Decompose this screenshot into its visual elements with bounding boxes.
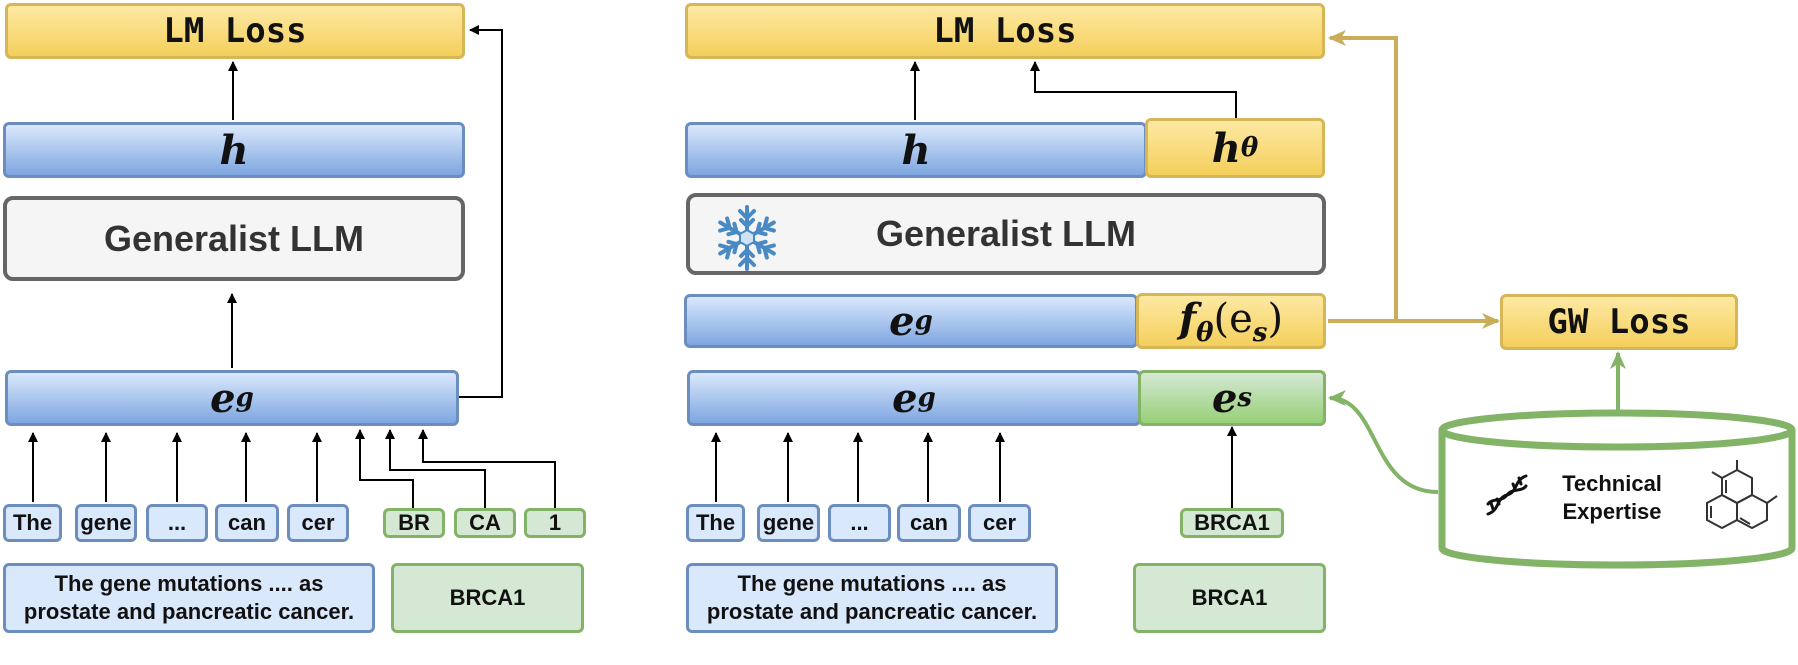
snowflake-icon xyxy=(712,203,782,282)
token-gene-right: gene xyxy=(757,504,820,542)
token-the-right: The xyxy=(686,504,745,542)
token-ellipsis-left: ... xyxy=(146,504,208,542)
arrow-htheta-to-lmloss xyxy=(1030,61,1237,118)
token-can-right: can xyxy=(897,504,961,542)
technical-expertise-label: Technical Expertise xyxy=(1562,471,1662,524)
token-gene-left: gene xyxy=(75,504,137,542)
token-ellipsis-right: ... xyxy=(828,504,891,542)
token-brca1-right: BRCA1 xyxy=(1180,508,1284,538)
gene-input-right: BRCA1 xyxy=(1133,563,1326,633)
arrow-expertise-to-es xyxy=(1328,390,1439,494)
sentence-input-right: The gene mutations .... as prostate and … xyxy=(686,563,1058,633)
lm-loss-box-right: LM Loss xyxy=(685,3,1325,59)
generalist-llm-left: Generalist LLM xyxy=(3,196,465,281)
token-br: BR xyxy=(383,508,445,538)
token-cer-right: cer xyxy=(968,504,1031,542)
token-can-left: can xyxy=(215,504,279,542)
dna-icon xyxy=(1482,470,1532,525)
arrow-eg-to-lmloss-left xyxy=(458,25,503,398)
token-ca: CA xyxy=(454,508,516,538)
generalist-llm-right: Generalist LLM xyxy=(686,193,1326,275)
expertise-cylinder xyxy=(1438,409,1796,569)
f-theta-box: fθ(es) xyxy=(1136,293,1326,349)
molecule-icon xyxy=(1700,458,1780,543)
token-the-left: The xyxy=(3,504,62,542)
lm-loss-box-left: LM Loss xyxy=(5,3,465,59)
gene-input-left: BRCA1 xyxy=(391,563,584,633)
arrow-ftheta-to-lmloss xyxy=(1328,30,1398,321)
token-cer-left: cer xyxy=(287,504,349,542)
h-box-left: h xyxy=(3,122,465,178)
sentence-input-left: The gene mutations .... as prostate and … xyxy=(3,563,375,633)
h-box-right: h xyxy=(685,122,1147,178)
gw-loss-box: GW Loss xyxy=(1500,294,1738,350)
token-1: 1 xyxy=(524,508,586,538)
